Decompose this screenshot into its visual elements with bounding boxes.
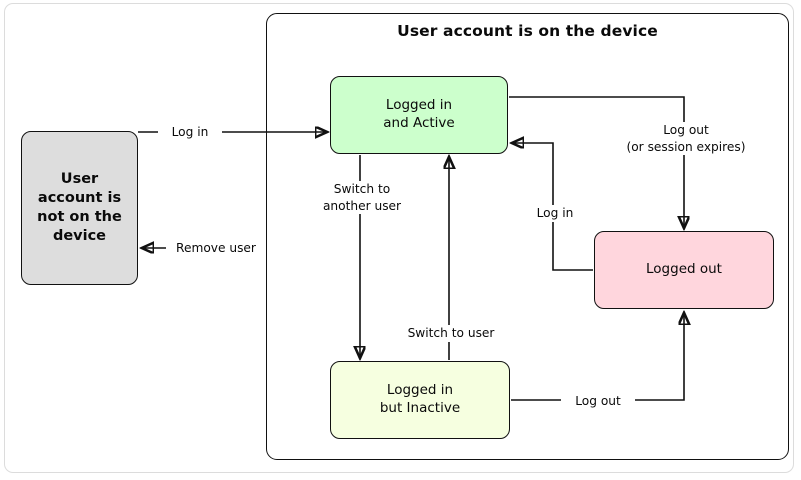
edge-label-log-out-or-session-expires: Log out (or session expires) [623, 122, 749, 156]
edge-label-log-in: Log in [158, 124, 222, 141]
group-title: User account is on the device [397, 22, 658, 40]
group-container-user-account-on-device [266, 13, 789, 460]
node-logged-in-but-inactive[interactable]: Logged in but Inactive [330, 361, 510, 439]
edge-label-log-out-inactive: Log out [561, 393, 635, 410]
edge-label-remove-user: Remove user [166, 240, 266, 257]
node-logged-in-and-active[interactable]: Logged in and Active [330, 76, 508, 154]
node-logged-out[interactable]: Logged out [594, 231, 774, 309]
edge-label-switch-to-user: Switch to user [399, 325, 503, 342]
node-account-not-on-device[interactable]: User account is not on the device [21, 131, 138, 285]
edge-label-log-in-again: Log in [524, 205, 586, 222]
edge-label-switch-to-another-user: Switch to another user [307, 181, 417, 215]
